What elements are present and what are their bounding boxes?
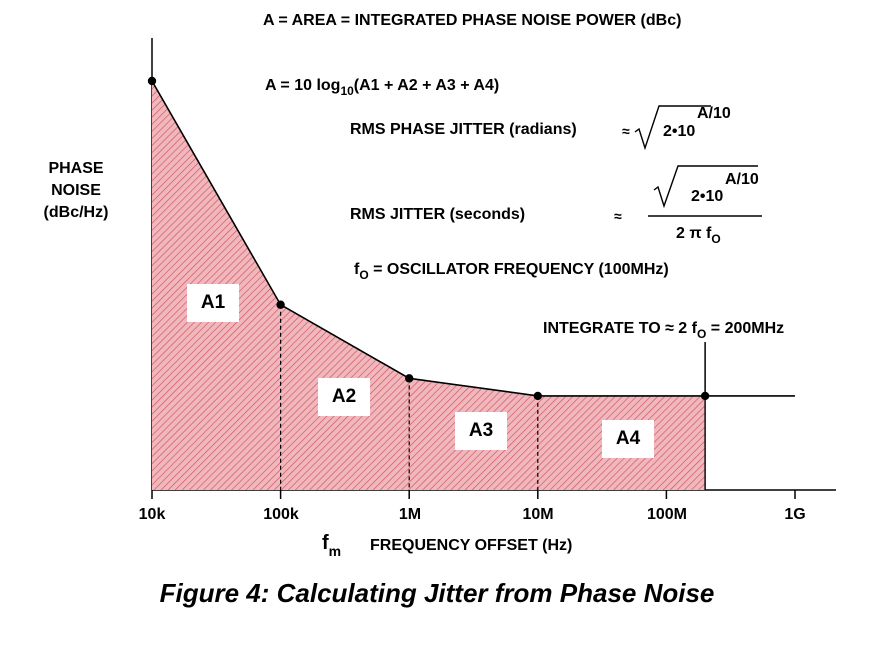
sqrt-exp-1: A/10 [697, 105, 731, 122]
x-axis-ticks [151, 490, 796, 499]
curve-point [700, 391, 710, 401]
sqrt-sign-2 [653, 165, 758, 209]
figure-caption: Figure 4: Calculating Jitter from Phase … [159, 578, 715, 608]
fraction-bar [648, 215, 762, 217]
integrate-post: = 200MHz [706, 320, 785, 337]
sqrt-base-1: 2•10 [663, 123, 696, 140]
region-label-a2: A2 [318, 378, 370, 416]
y-axis-label: PHASE NOISE (dBc/Hz) [30, 158, 122, 224]
x-axis-symbol-sub: m [328, 543, 342, 559]
region-label-a4: A4 [602, 420, 654, 458]
x-tick-label-10k: 10k [138, 506, 166, 523]
denominator: 2 π fO [676, 225, 721, 246]
fo-sub: O [359, 268, 369, 282]
region-dividers [280, 304, 706, 490]
area-formula-post: (A1 + A2 + A3 + A4) [353, 77, 500, 94]
integrate-to-label: INTEGRATE TO ≈ 2 fO = 200MHz [543, 320, 785, 341]
y-axis-label-line2: NOISE [51, 182, 101, 199]
integrated-area [152, 81, 706, 490]
sqrt-sign-1 [634, 105, 711, 151]
phase-noise-curve [151, 80, 795, 397]
curve-points [147, 76, 710, 401]
x-tick-label-10m: 10M [522, 506, 554, 523]
rms-jitter-label: RMS JITTER (seconds) [350, 206, 526, 223]
area-formula: A = 10 log10(A1 + A2 + A3 + A4) [265, 77, 500, 98]
rms-phase-jitter-label: RMS PHASE JITTER (radians) [350, 121, 577, 138]
curve-point [533, 391, 542, 401]
y-axis-label-line3: (dBc/Hz) [43, 204, 109, 221]
x-tick-label-100k: 100k [263, 506, 299, 523]
denominator-sub: O [711, 232, 721, 246]
fo-pre: f [354, 261, 360, 278]
x-axis-symbol: fm [322, 532, 341, 558]
curve-point [147, 76, 157, 86]
approx-symbol-2: ≈ [614, 208, 622, 224]
x-axis-symbol-f: f [322, 532, 329, 554]
area-definition-text: A = AREA = INTEGRATED PHASE NOISE POWER … [263, 12, 682, 29]
fo-post: = OSCILLATOR FREQUENCY (100MHz) [368, 261, 669, 278]
area-formula-sub: 10 [340, 84, 354, 98]
sqrt-base-2: 2•10 [691, 188, 724, 205]
x-tick-label-100m: 100M [646, 506, 688, 523]
oscillator-frequency: fO = OSCILLATOR FREQUENCY (100MHz) [354, 261, 669, 282]
area-definition: A = AREA = INTEGRATED PHASE NOISE POWER … [263, 13, 681, 29]
integrate-sub: O [696, 327, 707, 341]
area-formula-pre: A = 10 log [265, 77, 341, 94]
x-tick-label-1g: 1G [784, 506, 806, 523]
region-label-a1: A1 [187, 284, 239, 322]
y-axis-label-line1: PHASE [48, 160, 104, 177]
x-axis-label: FREQUENCY OFFSET (Hz) [370, 537, 573, 554]
approx-symbol-1: ≈ [622, 123, 630, 139]
x-tick-label-1m: 1M [398, 506, 422, 523]
curve-point [405, 374, 414, 383]
curve-point [276, 300, 285, 309]
region-label-a3: A3 [455, 412, 507, 450]
denominator-pre: 2 π f [676, 225, 712, 242]
integrate-pre: INTEGRATE TO ≈ 2 f [543, 320, 697, 337]
sqrt-exp-2: A/10 [725, 171, 759, 188]
